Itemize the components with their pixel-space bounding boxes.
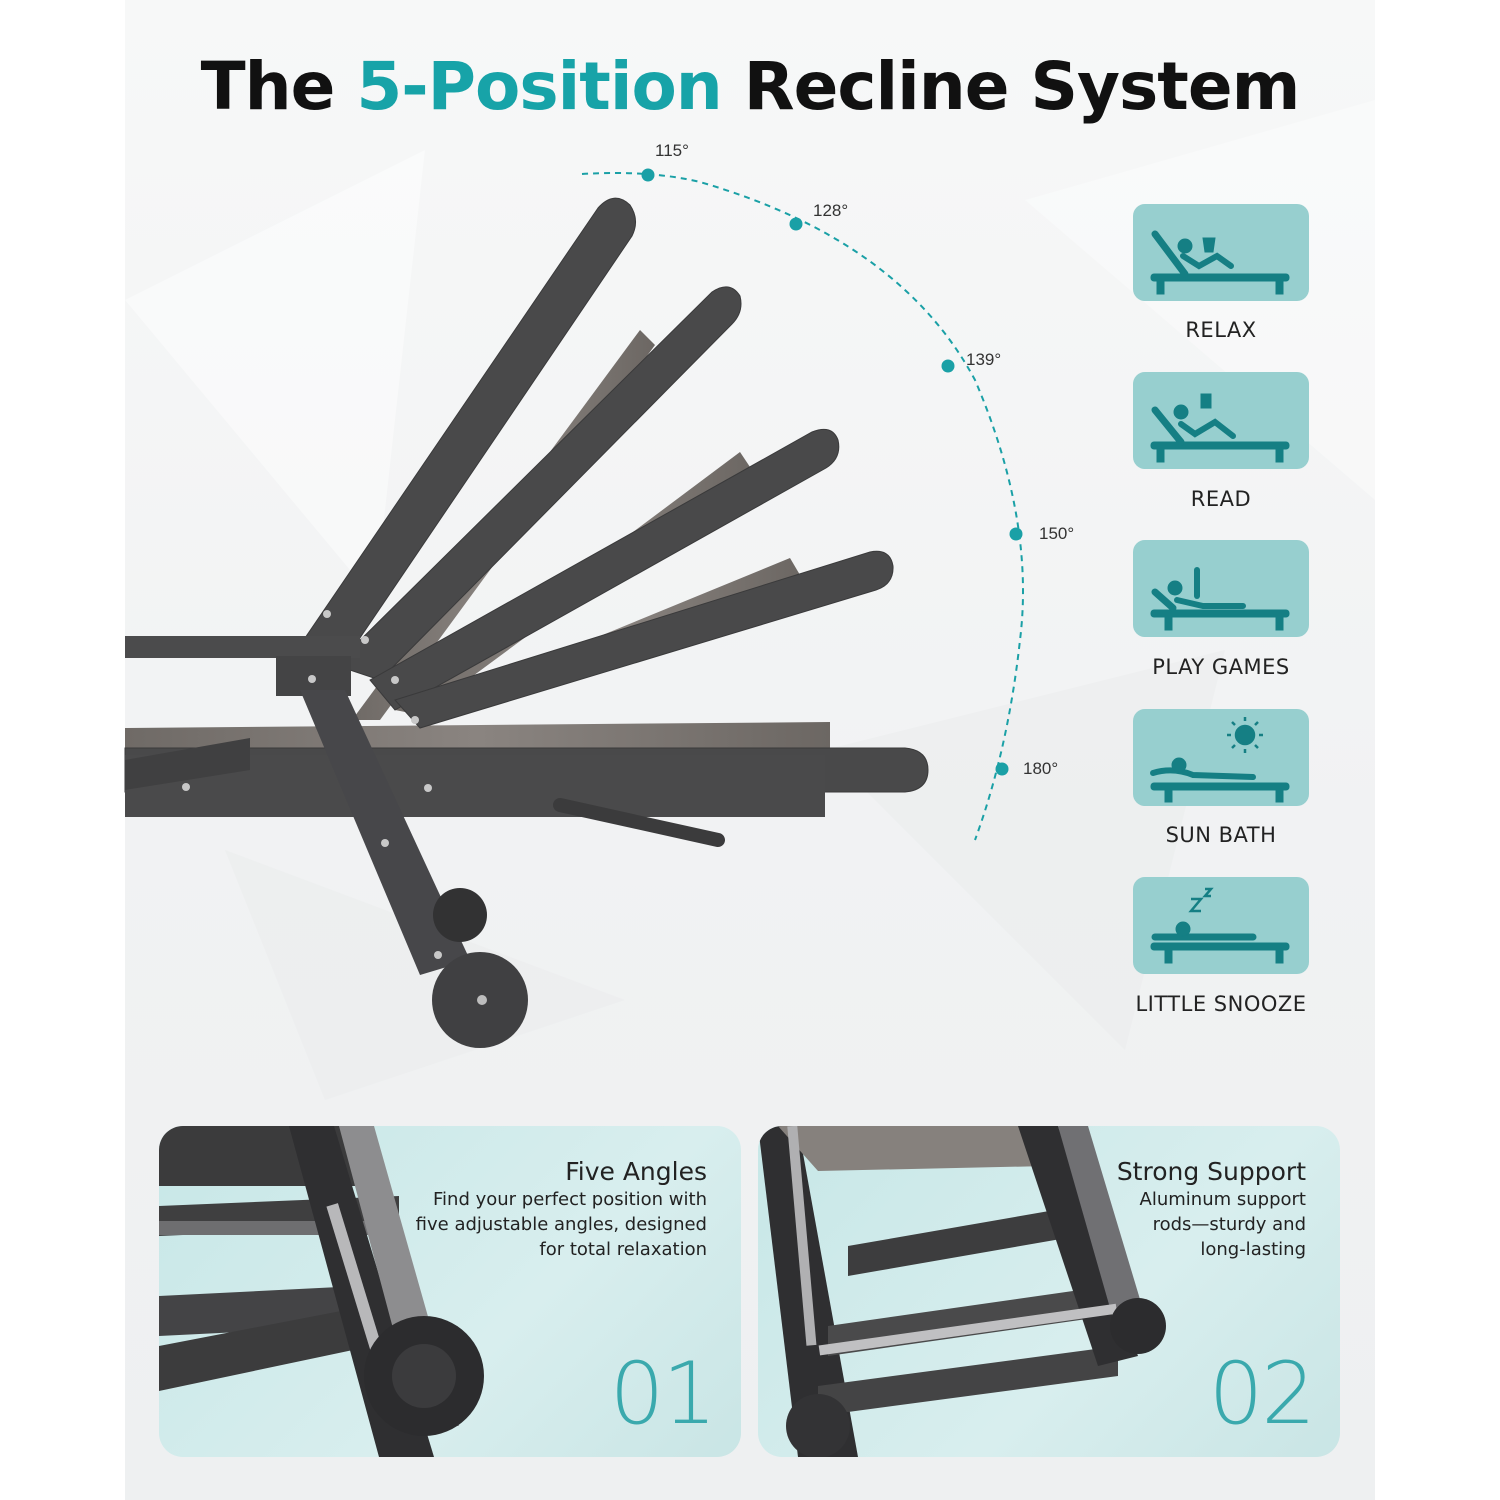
angle-label: 139° [966, 350, 1002, 369]
zzz-icon [1188, 887, 1214, 913]
side-rail-top [125, 738, 250, 790]
snooze-pose-icon [1150, 887, 1290, 964]
feature-description: Find your perfect position with five adj… [415, 1189, 707, 1260]
bolt [182, 783, 190, 791]
page-title: The 5-Position Recline System [200, 48, 1301, 125]
position-label: READ [1190, 487, 1252, 511]
bolt [308, 675, 316, 683]
angle-marker-128 [789, 217, 803, 231]
angle-label: 128° [813, 201, 849, 220]
feature-number: 02 [1208, 1344, 1316, 1444]
angle-marker-139 [941, 359, 955, 373]
position-card-snooze [1133, 877, 1309, 974]
backrest-150 [394, 550, 894, 729]
feature-description: Aluminum support rods—sturdy and long-la… [1139, 1189, 1306, 1260]
sun-icon [1227, 717, 1263, 753]
feature-title: Five Angles [565, 1157, 707, 1186]
backrest-128 [334, 286, 742, 681]
play-games-pose-icon [1150, 567, 1290, 631]
bolt [323, 610, 331, 618]
position-card-play-games [1133, 540, 1309, 637]
strong-support-photo [758, 1126, 1166, 1457]
feature-number: 01 [609, 1344, 717, 1444]
angle-marker-180 [995, 762, 1009, 776]
relax-pose-icon [1150, 230, 1290, 295]
position-card-relax [1133, 204, 1309, 301]
sun-bath-pose-icon [1150, 717, 1290, 803]
angle-label: 150° [1039, 524, 1075, 543]
position-label: PLAY GAMES [1152, 655, 1290, 679]
angle-label: 180° [1023, 759, 1059, 778]
support-rod [553, 798, 725, 847]
bolt [391, 676, 399, 684]
position-label: RELAX [1185, 318, 1257, 342]
position-label: LITTLE SNOOZE [1135, 992, 1307, 1016]
backrest-115 [289, 197, 636, 661]
position-card-sun-bath [1133, 709, 1309, 806]
bolt [434, 951, 442, 959]
angle-marker-150 [1009, 527, 1023, 541]
angle-marker-115 [641, 168, 655, 182]
chair-illustration [124, 168, 1024, 1048]
angle-label: 115° [655, 141, 689, 160]
bolt [424, 784, 432, 792]
backrest-139 [369, 428, 840, 711]
position-card-read [1133, 372, 1309, 469]
title-accent: 5-Position [356, 48, 722, 125]
rear-leg [300, 690, 470, 975]
bolt [411, 716, 419, 724]
wheel-bolt [477, 995, 487, 1005]
feature-card-strong-support: Strong Support Aluminum support rods—stu… [758, 1126, 1340, 1457]
read-pose-icon [1150, 393, 1290, 463]
feature-card-five-angles: Five Angles Find your perfect position w… [159, 1126, 741, 1457]
recline-arc [581, 172, 1024, 841]
bolt [361, 636, 369, 644]
bolt [381, 839, 389, 847]
feature-title: Strong Support [1116, 1157, 1306, 1186]
back-wheel [433, 888, 487, 942]
armrest [125, 636, 360, 658]
position-label: SUN BATH [1165, 823, 1277, 847]
five-angles-photo [159, 1126, 484, 1457]
